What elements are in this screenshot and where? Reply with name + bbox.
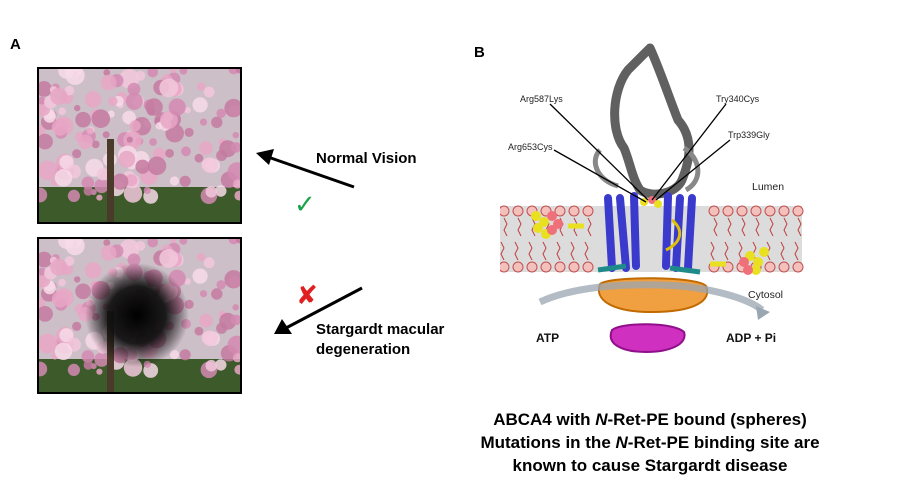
caption-line2: Mutations in the N-Ret-PE binding site a… [480, 433, 820, 452]
panel-b-label: B [474, 44, 485, 61]
mutation-label-2: Try340Cys [716, 94, 760, 104]
caption-line1: ABCA4 with N-Ret-PE bound (spheres) [493, 410, 807, 429]
atp-label: ATP [536, 331, 559, 345]
mutation-label-4: Trp339Gly [728, 130, 770, 140]
cytosol-label: Cytosol [748, 289, 783, 301]
stargardt-vision-image [37, 237, 242, 394]
stargardt-label-line2: degeneration [316, 341, 411, 358]
stargardt-label-line1: Stargardt macular [316, 321, 445, 338]
mutation-label-3: Arg653Cys [508, 142, 553, 152]
lumen-label: Lumen [752, 181, 784, 193]
nret-pe-spheres-left [531, 211, 563, 239]
nret-pe-spheres-right [739, 247, 769, 275]
caption-line3: known to cause Stargardt disease [512, 456, 788, 475]
abca4-structure-diagram: Arg587Lys Try340Cys Arg653Cys Trp339Gly … [500, 43, 804, 354]
extracellular-domain [610, 43, 694, 199]
stargardt-arrow [268, 284, 368, 345]
transmembrane-domain [604, 192, 696, 272]
atp-arrow [538, 281, 765, 313]
regulatory-domain [609, 323, 686, 354]
normal-vision-arrow [250, 145, 360, 200]
normal-vision-label: Normal Vision [316, 150, 417, 167]
check-icon: ✓ [294, 189, 316, 219]
figure-caption: ABCA4 with N-Ret-PE bound (spheres) Muta… [400, 408, 900, 477]
panel-a-label: A [10, 36, 21, 53]
mutation-label-1: Arg587Lys [520, 94, 563, 104]
scotoma-spot [85, 263, 189, 367]
transport-arrow [665, 218, 682, 252]
normal-vision-image [37, 67, 242, 224]
adp-label: ADP + Pi [726, 331, 776, 345]
cross-icon: ✘ [296, 280, 318, 310]
